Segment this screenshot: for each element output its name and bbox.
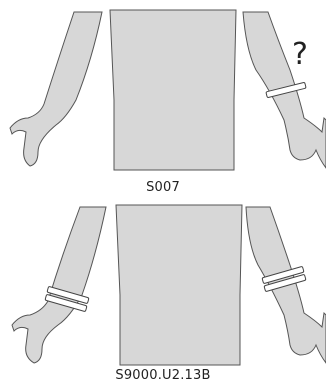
body-illustration-top: [0, 0, 326, 195]
question-mark-annotation: ?: [292, 40, 308, 70]
torso: [110, 10, 236, 170]
caption-bottom: S9000.U2.13B: [0, 368, 326, 383]
torso: [116, 205, 242, 365]
body-illustration-bottom: [0, 195, 326, 390]
caption-top: S007: [0, 180, 326, 195]
figure-top: ? S007: [0, 0, 326, 195]
left-arm: [10, 12, 102, 166]
figure-bottom: S9000.U2.13B: [0, 195, 326, 390]
left-arm: [12, 207, 106, 363]
